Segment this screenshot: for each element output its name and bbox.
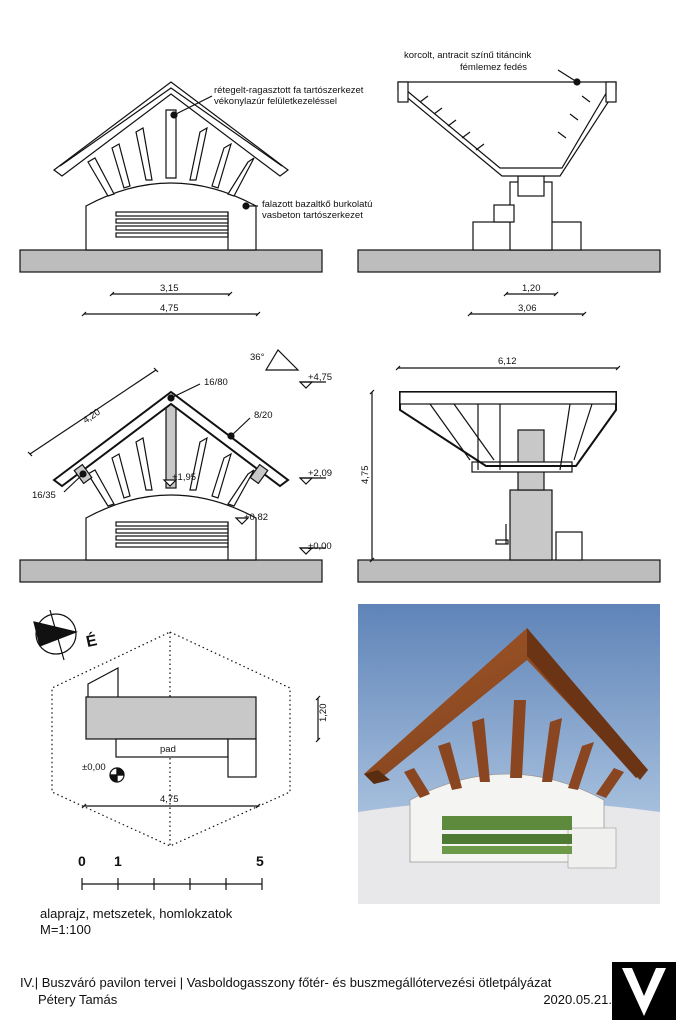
level-2-09: +2,09	[308, 468, 332, 479]
beam-16-80: 16/80	[204, 377, 228, 388]
logo-mark	[612, 962, 676, 1020]
dim-4-75-vertical: 4,75	[360, 466, 371, 485]
plan-level: ±0,00	[82, 762, 106, 773]
front-label-4: vasbeton tartószerkezet	[262, 210, 363, 221]
plan-dim-4-75: 4,75	[160, 794, 179, 805]
long-section	[357, 365, 661, 583]
side-label-2: fémlemez fedés	[460, 62, 527, 73]
footer: IV.| Buszváró pavilon tervei | Vasboldog…	[20, 974, 551, 1008]
cross-section	[19, 349, 326, 583]
scale-bar	[81, 878, 263, 890]
scale-0: 0	[78, 853, 86, 869]
caption-line-2: M=1:100	[40, 922, 91, 937]
render-image	[358, 604, 660, 904]
north-label: É	[84, 630, 99, 651]
level-0-82: +0,82	[244, 512, 268, 523]
front-label-3: falazott bazaltkő burkolatú	[262, 199, 372, 210]
scale-5: 5	[256, 853, 264, 869]
ground-strip	[357, 249, 661, 273]
front-label-1: rétegelt-ragasztott fa tartószerkezet	[214, 85, 364, 96]
side-label-1: korcolt, antracit színű titáncink	[404, 50, 531, 61]
angle-label: 36°	[250, 352, 265, 363]
ground-strip	[357, 559, 661, 583]
plan-dim-1-20: 1,20	[318, 704, 329, 723]
roof-outline	[53, 81, 289, 177]
struts	[87, 109, 255, 197]
front-label-2: vékonylazúr felületkezeléssel	[214, 96, 337, 107]
dim-1-20: 1,20	[522, 283, 541, 294]
roof-side	[397, 81, 617, 177]
dim-3-15: 3,15	[160, 283, 179, 294]
ground-strip	[19, 249, 323, 273]
footer-author: Pétery Tamás	[38, 992, 118, 1007]
level-0-00: ±0,00	[308, 541, 332, 552]
scale-1: 1	[114, 853, 122, 869]
bench-label: pad	[160, 744, 176, 755]
bench	[115, 211, 229, 250]
ground-strip	[19, 559, 323, 583]
caption: alaprajz, metszetek, homlokzatok M=1:100	[40, 906, 232, 938]
side-elevation	[357, 69, 661, 317]
front-elevation	[19, 81, 323, 317]
floor-plan	[33, 609, 321, 847]
beam-16-35: 16/35	[32, 490, 56, 501]
level-4-75: +4,75	[308, 372, 332, 383]
dim-3-06: 3,06	[518, 303, 537, 314]
dim-6-12: 6,12	[498, 356, 517, 367]
dim-4-20: 4,20	[81, 407, 102, 426]
level-1-95: +1,95	[172, 472, 196, 483]
caption-line-1: alaprajz, metszetek, homlokzatok	[40, 906, 233, 921]
beam-8-20: 8/20	[254, 410, 273, 421]
footer-date: 2020.05.21.	[543, 992, 612, 1007]
footer-title: IV.| Buszváró pavilon tervei | Vasboldog…	[20, 975, 552, 990]
dim-4-75: 4,75	[160, 303, 179, 314]
